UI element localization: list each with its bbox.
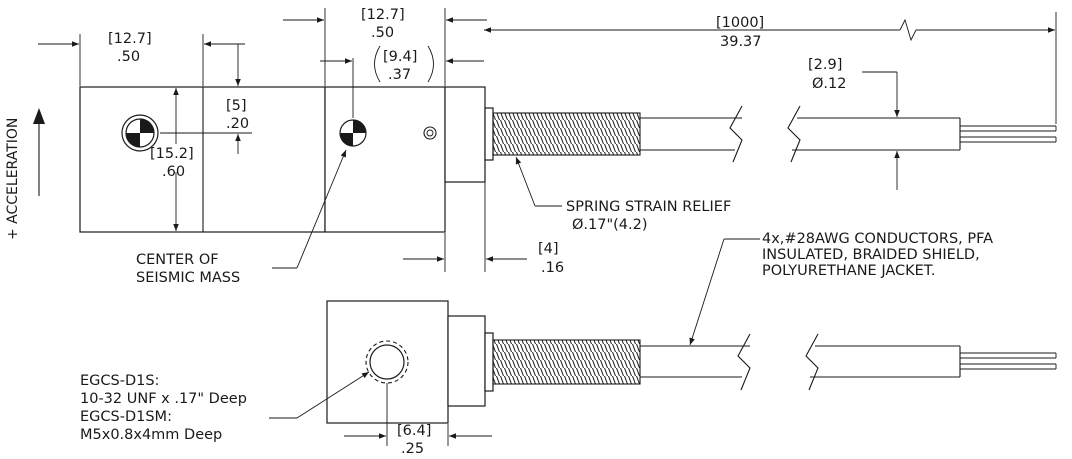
dim-cable-dia-mm: [2.9]	[808, 57, 842, 73]
dim-mass-height-mm: [5]	[226, 98, 247, 114]
cable-bottom	[640, 333, 1057, 391]
dim-hole-offset-in: .25	[401, 441, 424, 457]
callout-mount-line2: 10-32 UNF x .17" Deep	[80, 391, 247, 407]
dim-hole-offset: [6.4] .25	[344, 383, 492, 457]
sensor-housing-outline	[324, 86, 446, 233]
conductor-ends-top	[960, 125, 1057, 143]
spring-strain-relief-top	[492, 112, 641, 156]
callout-conductors-line1: 4x,#28AWG CONDUCTORS, PFA	[762, 231, 993, 247]
dim-block-width-in: .50	[117, 49, 140, 65]
dim-cable-length-in: 39.37	[720, 34, 762, 50]
dim-housing-width-mm: [12.7]	[361, 7, 405, 23]
dim-strain-relief-in: .16	[541, 260, 564, 276]
dim-cable-length: [1000] 39.37	[484, 12, 1057, 124]
callout-spring-line1: SPRING STRAIN RELIEF	[566, 199, 731, 215]
callout-center-of-line1: CENTER OF	[136, 252, 219, 268]
callout-center-of-line2: SEISMIC MASS	[136, 270, 240, 286]
dim-block-height-in: .60	[162, 164, 185, 180]
dim-mass-offset-in: .37	[388, 67, 411, 83]
mounting-hole	[365, 340, 409, 384]
dim-block-height: [15.2] .60	[150, 88, 194, 231]
dim-strain-relief-mm: [4]	[538, 241, 559, 257]
dim-block-width-mm: [12.7]	[108, 31, 152, 47]
callout-mount-line3: EGCS-D1SM:	[80, 409, 172, 425]
callout-spring-strain-relief: SPRING STRAIN RELIEF Ø.17"(4.2)	[515, 156, 731, 233]
dim-cable-diameter: [2.9] Ø.12	[808, 57, 900, 190]
callout-spring-line2: Ø.17"(4.2)	[572, 217, 648, 233]
acceleration-label: + ACCELERATION	[5, 118, 21, 240]
callout-conductors-line2: INSULATED, BRAIDED SHIELD,	[762, 247, 980, 263]
seismic-mass-symbol	[339, 119, 367, 147]
connector-boss	[444, 86, 486, 183]
dim-mass-height-in: .20	[226, 116, 249, 132]
spring-strain-relief-bottom	[492, 339, 641, 385]
sensor-housing-bottom	[326, 300, 494, 424]
small-hole-symbol	[423, 126, 437, 140]
dim-cable-length-mm: [1000]	[716, 15, 764, 31]
callout-mount-line1: EGCS-D1S:	[80, 373, 159, 389]
dim-block-width: [12.7] .50	[38, 31, 245, 86]
callout-mount-line4: M5x0.8x4mm Deep	[80, 427, 222, 443]
dim-housing-width: [12.7] .50	[283, 7, 487, 86]
conductor-ends-bottom	[960, 352, 1057, 370]
acceleration-indicator: + ACCELERATION	[5, 108, 45, 240]
connector-boss-bottom	[447, 315, 486, 407]
callout-mounting-thread: EGCS-D1S: 10-32 UNF x .17" Deep EGCS-D1S…	[80, 371, 370, 443]
mounting-block	[79, 86, 326, 233]
cable-top	[640, 105, 1057, 163]
dim-mass-offset-mm: [9.4]	[383, 49, 417, 65]
acceleration-arrow-head	[33, 108, 45, 124]
callout-conductors-line3: POLYURETHANE JACKET.	[762, 263, 936, 279]
callout-conductors: 4x,#28AWG CONDUCTORS, PFA INSULATED, BRA…	[689, 231, 993, 346]
seismic-mass-symbol-ring	[121, 114, 159, 152]
dim-housing-width-in: .50	[371, 25, 394, 41]
dim-block-height-mm: [15.2]	[150, 146, 194, 162]
dim-hole-offset-mm: [6.4]	[397, 423, 431, 439]
dim-strain-relief: [4] .16	[403, 160, 564, 276]
dim-mass-height: [5] .20	[160, 44, 252, 154]
sensor-housing	[324, 86, 494, 233]
callout-center-of-mass: CENTER OF SEISMIC MASS	[136, 149, 347, 286]
connector-collar	[484, 107, 494, 161]
dim-mass-offset: [9.4] .37	[320, 45, 484, 118]
connector-collar-bottom	[484, 332, 494, 392]
dim-cable-dia-in: Ø.12	[812, 76, 846, 92]
